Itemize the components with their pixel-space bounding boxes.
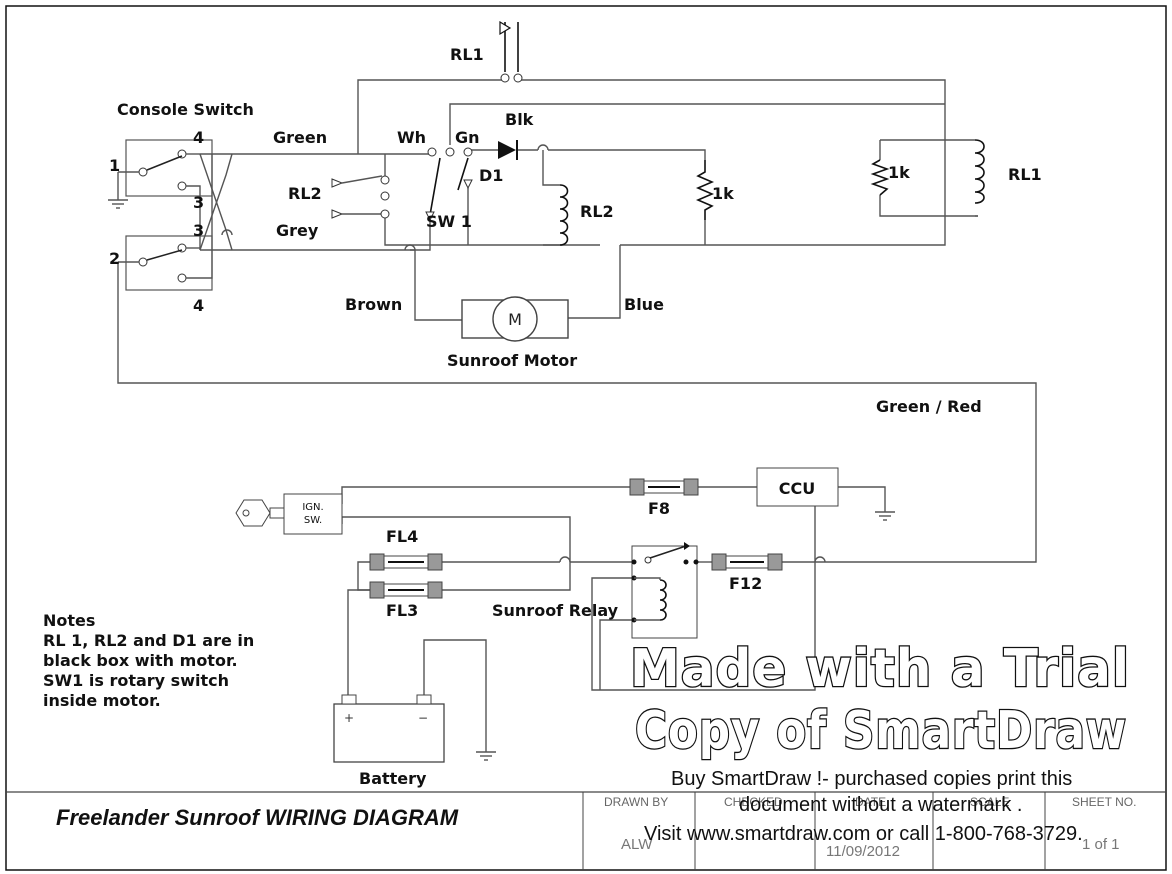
fuse-fl4 [370, 554, 442, 570]
label-motor-m: M [508, 310, 522, 329]
diagram-title: Freelander Sunroof WIRING DIAGRAM [56, 805, 459, 830]
label-ign: IGN. [302, 502, 323, 513]
label-green-red-wire: Green / Red [876, 397, 982, 416]
drawn-by-label: DRAWN BY [604, 795, 668, 809]
label-pin-3-bottom: 3 [193, 221, 204, 240]
label-ccu: CCU [779, 479, 815, 498]
fuse-f12 [712, 554, 782, 570]
ignition-switch [284, 494, 342, 534]
rl1-coil [975, 140, 984, 216]
label-rl2-contact: RL2 [288, 184, 322, 203]
trial-watermark: Made with a Trial Copy of SmartDraw Buy … [630, 639, 1130, 845]
label-rl1-top: RL1 [450, 45, 484, 64]
label-1k-middle: 1k [712, 184, 734, 203]
label-grey-wire: Grey [276, 221, 319, 240]
label-gn: Gn [455, 128, 480, 147]
label-rl1-coil: RL1 [1008, 165, 1042, 184]
notes-line-2: black box with motor. [43, 651, 238, 670]
rl1-top-contact [500, 22, 522, 82]
label-fl3: FL3 [386, 601, 418, 620]
watermark-line-2: Copy of SmartDraw [635, 701, 1127, 761]
watermark-line-1: Made with a Trial [630, 639, 1130, 699]
sheet-value: 1 of 1 [1082, 836, 1120, 853]
label-green-wire: Green [273, 128, 327, 147]
label-blue-wire: Blue [624, 295, 664, 314]
label-wh: Wh [397, 128, 426, 147]
sunroof-relay [632, 542, 699, 638]
fuse-f8 [630, 479, 698, 495]
label-console-switch: Console Switch [117, 100, 254, 119]
label-rl2-coil: RL2 [580, 202, 614, 221]
watermark-line-4: document without a watermark . [739, 794, 1022, 816]
console-switch-upper-body [126, 140, 212, 196]
label-sunroof-motor: Sunroof Motor [447, 351, 577, 370]
battery-minus: − [418, 711, 428, 725]
label-pin-2: 2 [109, 249, 120, 268]
label-pin-4-bottom: 4 [193, 296, 204, 315]
date-value: 11/09/2012 [826, 843, 900, 860]
watermark-line-3: Buy SmartDraw !- purchased copies print … [671, 768, 1072, 790]
notes: Notes RL 1, RL2 and D1 are in black box … [43, 611, 254, 710]
label-f12: F12 [729, 574, 762, 593]
sw1-rotary-switch [426, 148, 472, 220]
top-wiring [118, 80, 1036, 562]
battery [334, 695, 444, 762]
watermark-line-5: Visit www.smartdraw.com or call 1-800-76… [644, 823, 1083, 845]
notes-heading: Notes [43, 611, 95, 630]
d1-diode [498, 140, 517, 160]
rl2-coil [560, 185, 568, 245]
label-sw: SW. [304, 515, 322, 526]
label-d1: D1 [479, 166, 503, 185]
label-1k-right: 1k [888, 163, 910, 182]
label-battery: Battery [359, 769, 427, 788]
label-blk: Blk [505, 110, 534, 129]
label-f8: F8 [648, 499, 670, 518]
label-fl4: FL4 [386, 527, 418, 546]
resistor-1k-middle [698, 160, 712, 220]
console-switch [108, 140, 212, 290]
rl2-contact [332, 176, 389, 218]
notes-line-4: inside motor. [43, 691, 161, 710]
label-pin-4-top: 4 [193, 128, 204, 147]
label-brown-wire: Brown [345, 295, 402, 314]
ignition-key-icon [236, 500, 284, 526]
label-sw1: SW 1 [426, 212, 472, 231]
notes-line-3: SW1 is rotary switch [43, 671, 229, 690]
sheet-label: SHEET NO. [1072, 795, 1136, 809]
battery-plus: + [344, 711, 354, 725]
fuse-fl3 [370, 582, 442, 598]
resistor-1k-right [873, 160, 887, 195]
label-sunroof-relay: Sunroof Relay [492, 601, 619, 620]
notes-line-1: RL 1, RL2 and D1 are in [43, 631, 254, 650]
label-pin-3-top: 3 [193, 193, 204, 212]
label-pin-1: 1 [109, 156, 120, 175]
